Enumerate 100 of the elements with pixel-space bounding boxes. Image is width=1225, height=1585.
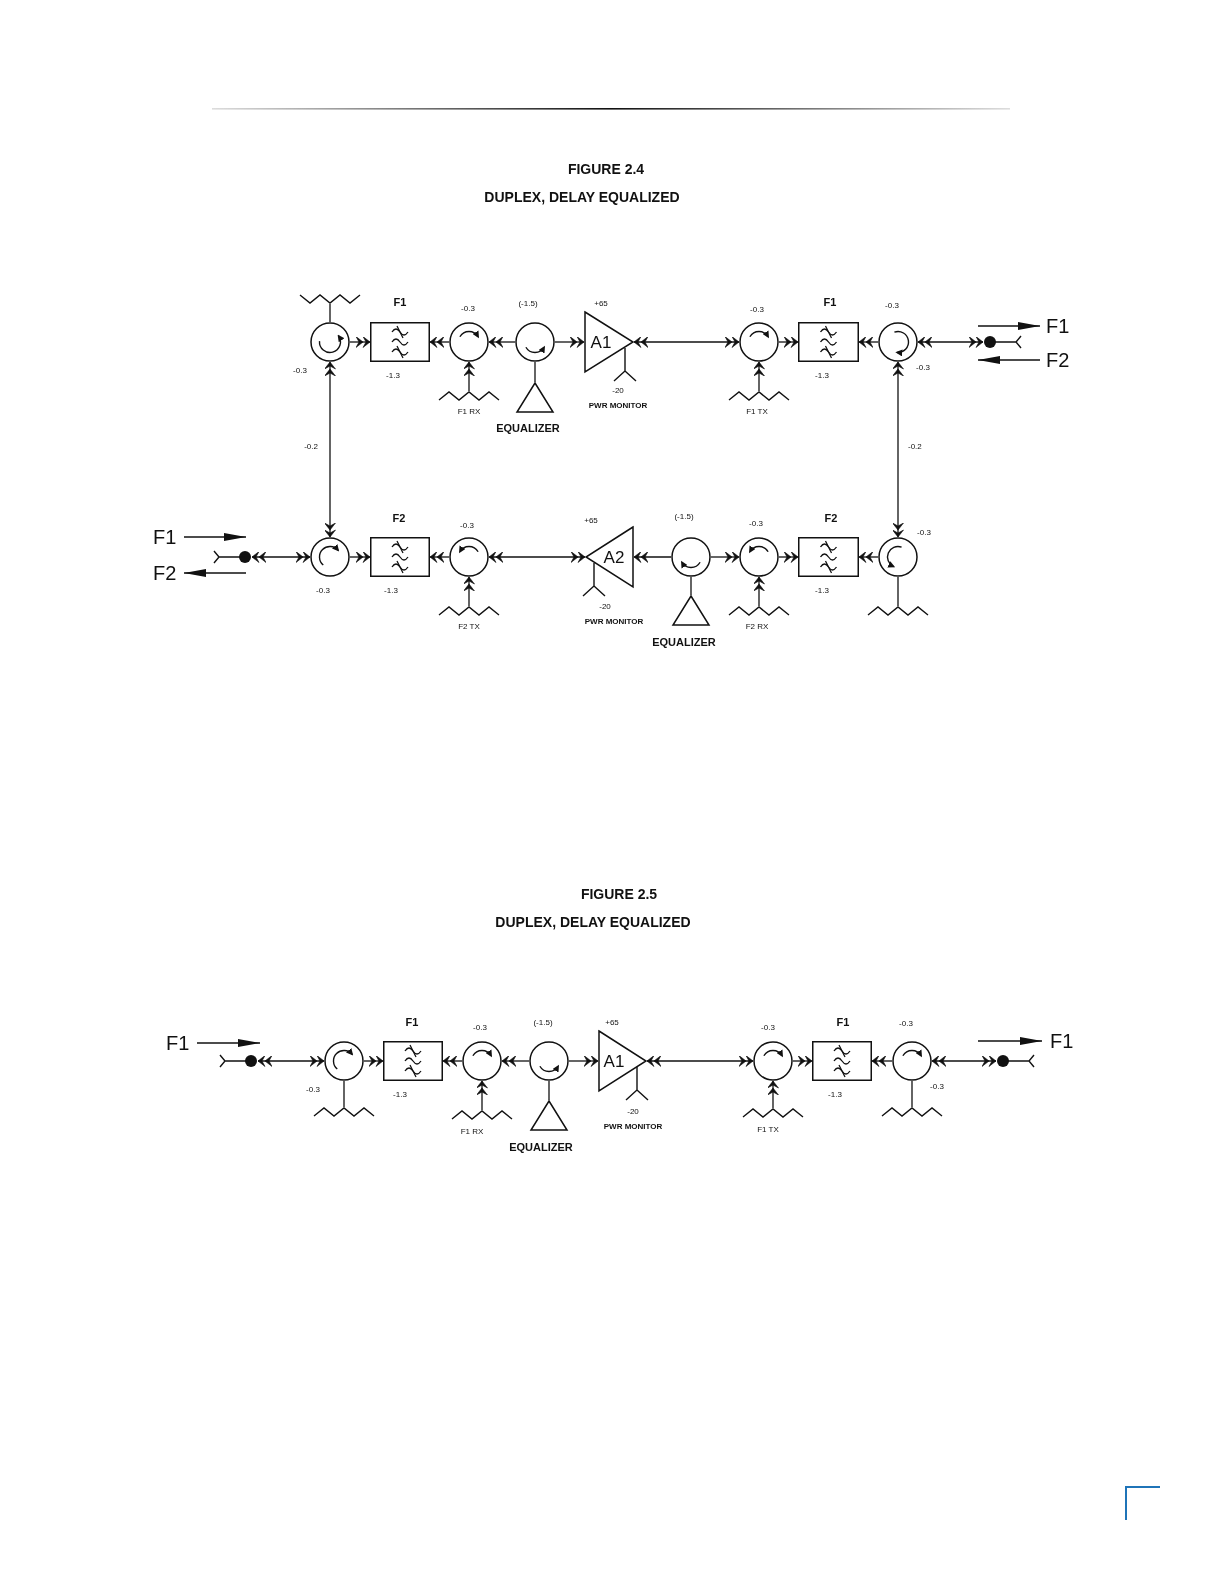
transmission-line bbox=[476, 1080, 488, 1111]
figure-title: FIGURE 2.4 bbox=[567, 162, 645, 176]
port-label: F1 TX bbox=[746, 408, 768, 416]
transmission-line bbox=[892, 361, 904, 538]
filter-label: F1 bbox=[836, 1016, 850, 1028]
signal-label: F2 bbox=[1046, 350, 1070, 370]
transmission-line bbox=[429, 551, 450, 563]
loss-value: -0.3 bbox=[917, 529, 931, 537]
signal-label: F1 bbox=[1050, 1031, 1074, 1051]
equalizer-label: EQUALIZER bbox=[496, 422, 560, 434]
signal-label: F2 bbox=[153, 563, 177, 583]
equalizer-label: EQUALIZER bbox=[652, 636, 716, 648]
transmission-line bbox=[778, 551, 799, 563]
transmission-line bbox=[488, 551, 586, 563]
amplifier-value: -20 bbox=[599, 603, 611, 611]
filter-label: F1 bbox=[393, 296, 407, 308]
edge-label: -0.2 bbox=[908, 443, 922, 451]
transmission-line bbox=[257, 1055, 325, 1067]
transmission-line bbox=[349, 336, 371, 348]
port-label: F1 TX bbox=[757, 1126, 779, 1134]
transmission-line bbox=[329, 303, 331, 323]
loss-value: -1.3 bbox=[393, 1091, 407, 1099]
loss-value: -0.3 bbox=[749, 520, 763, 528]
transmission-line bbox=[778, 336, 799, 348]
transmission-line bbox=[646, 1055, 754, 1067]
loss-value: -0.3 bbox=[899, 1020, 913, 1028]
loss-value: -0.3 bbox=[293, 367, 307, 375]
figure-subtitle: DUPLEX, DELAY EQUALIZED bbox=[495, 915, 691, 929]
amplifier-label: A1 bbox=[590, 333, 612, 351]
loss-value: -1.3 bbox=[828, 1091, 842, 1099]
port-label: F1 RX bbox=[460, 1128, 484, 1136]
amplifier-value: +65 bbox=[584, 517, 598, 525]
loss-value: -0.3 bbox=[885, 302, 899, 310]
loss-value: -0.3 bbox=[306, 1086, 320, 1094]
loss-value: -0.3 bbox=[461, 305, 475, 313]
equalizer-label: EQUALIZER bbox=[509, 1141, 573, 1153]
port-label: F2 RX bbox=[745, 623, 769, 631]
amplifier-label: A1 bbox=[603, 1052, 625, 1070]
transmission-line bbox=[463, 361, 475, 392]
loss-value: (-1.5) bbox=[518, 300, 538, 308]
filter-label: F1 bbox=[405, 1016, 419, 1028]
transmission-line bbox=[858, 551, 879, 563]
transmission-line bbox=[753, 576, 765, 607]
loss-value: -1.3 bbox=[815, 372, 829, 380]
figure-subtitle: DUPLEX, DELAY EQUALIZED bbox=[484, 190, 680, 204]
transmission-line bbox=[442, 1055, 463, 1067]
transmission-line bbox=[633, 551, 672, 563]
transmission-line bbox=[251, 551, 311, 563]
transmission-line bbox=[534, 361, 536, 383]
transmission-line bbox=[568, 1055, 599, 1067]
monitor-label: PWR MONITOR bbox=[603, 1123, 663, 1131]
transmission-line bbox=[554, 336, 585, 348]
loss-value: -0.3 bbox=[761, 1024, 775, 1032]
transmission-line bbox=[690, 576, 692, 596]
transmission-line bbox=[324, 361, 336, 538]
filter-label: F2 bbox=[392, 512, 406, 524]
loss-value: -0.3 bbox=[473, 1024, 487, 1032]
loss-value: -0.3 bbox=[930, 1083, 944, 1091]
transmission-line bbox=[633, 336, 740, 348]
loss-value: -1.3 bbox=[384, 587, 398, 595]
loss-value: (-1.5) bbox=[533, 1019, 553, 1027]
monitor-label: PWR MONITOR bbox=[584, 618, 644, 626]
transmission-line bbox=[917, 336, 984, 348]
transmission-line bbox=[792, 1055, 813, 1067]
transmission-line bbox=[363, 1055, 384, 1067]
signal-label: F1 bbox=[1046, 316, 1070, 336]
transmission-line bbox=[488, 336, 516, 348]
transmission-line bbox=[911, 1080, 913, 1108]
filter-label: F1 bbox=[823, 296, 837, 308]
signal-label: F1 bbox=[153, 527, 177, 547]
port-label: F2 TX bbox=[458, 623, 480, 631]
loss-value: (-1.5) bbox=[674, 513, 694, 521]
transmission-line bbox=[871, 1055, 893, 1067]
transmission-line bbox=[710, 551, 740, 563]
loss-value: -1.3 bbox=[386, 372, 400, 380]
transmission-line bbox=[429, 336, 450, 348]
transmission-line bbox=[343, 1080, 345, 1108]
edge-label: -0.2 bbox=[304, 443, 318, 451]
filter-label: F2 bbox=[824, 512, 838, 524]
transmission-line bbox=[858, 336, 879, 348]
amplifier-value: +65 bbox=[605, 1019, 619, 1027]
transmission-line bbox=[767, 1080, 779, 1109]
transmission-line bbox=[897, 576, 899, 607]
loss-value: -0.3 bbox=[316, 587, 330, 595]
loss-value: -1.3 bbox=[815, 587, 829, 595]
transmission-line bbox=[463, 576, 475, 607]
loss-value: -0.3 bbox=[750, 306, 764, 314]
monitor-label: PWR MONITOR bbox=[588, 402, 648, 410]
transmission-line bbox=[931, 1055, 997, 1067]
transmission-line bbox=[349, 551, 371, 563]
amplifier-value: -20 bbox=[627, 1108, 639, 1116]
transmission-line bbox=[501, 1055, 530, 1067]
amplifier-value: +65 bbox=[594, 300, 608, 308]
transmission-line bbox=[753, 361, 765, 392]
signal-label: F1 bbox=[166, 1033, 190, 1053]
amplifier-label: A2 bbox=[603, 548, 625, 566]
transmission-line bbox=[548, 1080, 550, 1101]
loss-value: -0.3 bbox=[460, 522, 474, 530]
figure-title: FIGURE 2.5 bbox=[580, 887, 658, 901]
amplifier-value: -20 bbox=[612, 387, 624, 395]
